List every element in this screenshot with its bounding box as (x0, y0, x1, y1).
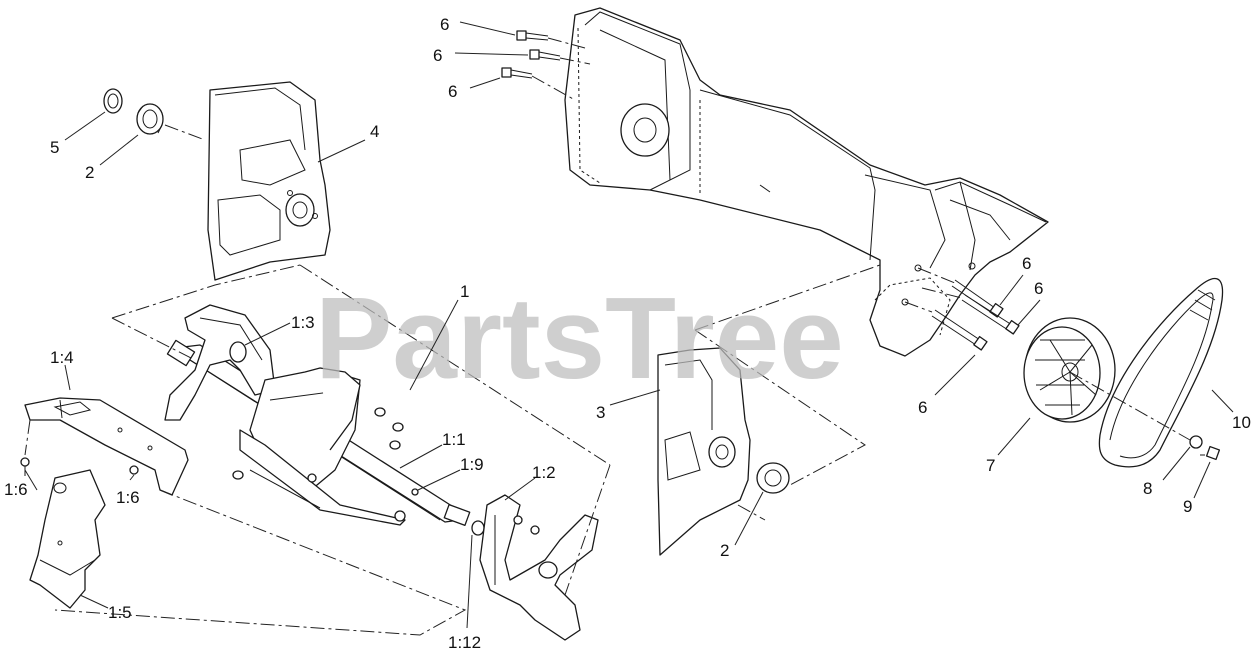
bolt-6-lower-2 (961, 294, 1020, 335)
callout-1-1: 1:1 (442, 430, 466, 449)
leader-lines (24, 21, 1234, 629)
side-plate-3 (657, 347, 751, 556)
callout-1-2: 1:2 (532, 463, 556, 482)
end-plate-1-4 (24, 397, 189, 496)
callout-6: 6 (448, 82, 457, 101)
bearing-2-left (136, 103, 164, 135)
callout-6: 6 (440, 15, 449, 34)
callout-1: 1 (460, 282, 469, 301)
partstree-watermark: PartsTree (315, 273, 844, 403)
bolt-1-6-left (20, 457, 30, 476)
callout-1-6: 1:6 (116, 488, 140, 507)
callout-9: 9 (1183, 497, 1192, 516)
bolt-6-lower-3 (931, 309, 988, 351)
assembly-lines (24, 264, 881, 636)
callout-1-12: 1:12 (448, 633, 481, 652)
bolt-6-upper-1 (516, 30, 549, 41)
callout-1-6: 1:6 (4, 480, 28, 499)
callout-labels: 6 6 6 5 2 4 1 1:3 1:4 1:6 1:6 1:1 1:9 1:… (4, 15, 1251, 652)
belt-10 (1098, 278, 1224, 468)
callout-6: 6 (1034, 279, 1043, 298)
callout-6: 6 (1022, 254, 1031, 273)
seal-5 (103, 88, 123, 114)
callout-10: 10 (1232, 413, 1251, 432)
auger-flight-1-2 (479, 494, 599, 641)
hardware-washers (232, 407, 406, 522)
spacer-1-12 (443, 504, 485, 536)
washer-8 (1189, 435, 1203, 449)
callout-5: 5 (50, 138, 59, 157)
callout-6: 6 (918, 398, 927, 417)
pulley-7 (1023, 317, 1116, 423)
callout-8: 8 (1143, 479, 1152, 498)
callout-1-3: 1:3 (291, 313, 315, 332)
bearing-2-right (756, 462, 790, 494)
key-1-9 (411, 488, 419, 496)
callout-2: 2 (85, 163, 94, 182)
paddle-bracket (239, 367, 406, 526)
callout-2: 2 (720, 541, 729, 560)
callout-6: 6 (433, 46, 442, 65)
bolt-1-6-mid (129, 465, 139, 475)
bolt-6-upper-3 (501, 67, 533, 79)
callout-7: 7 (986, 456, 995, 475)
callout-4: 4 (370, 122, 379, 141)
callout-1-9: 1:9 (460, 455, 484, 474)
auger-housing (564, 7, 1049, 357)
skid-shoe-1-5 (29, 469, 106, 609)
callout-1-5: 1:5 (108, 603, 132, 622)
callout-1-4: 1:4 (50, 348, 74, 367)
auger-flight-1-3 (164, 304, 276, 421)
bolt-9 (1200, 445, 1221, 461)
callout-3: 3 (596, 403, 605, 422)
side-plate-4 (207, 81, 331, 281)
bolt-6-upper-2 (529, 49, 561, 61)
